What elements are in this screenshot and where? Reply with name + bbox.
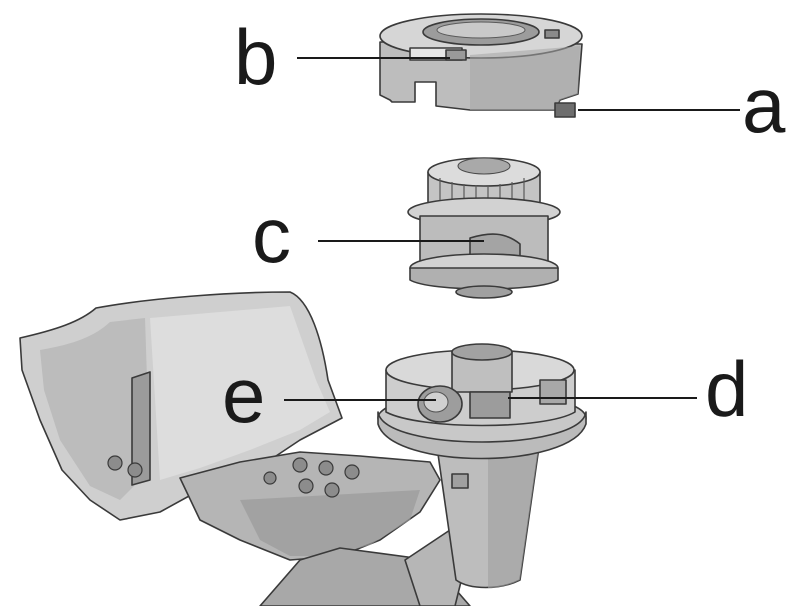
spool-cover (379, 13, 583, 118)
label-b: b (234, 13, 277, 101)
trimmer-head-base (377, 343, 587, 589)
label-a: a (742, 61, 786, 149)
label-c: c (252, 191, 291, 279)
line-spool (407, 157, 561, 299)
mounting-bracket (107, 451, 441, 561)
label-e: e (222, 351, 265, 439)
label-d: d (705, 345, 748, 433)
